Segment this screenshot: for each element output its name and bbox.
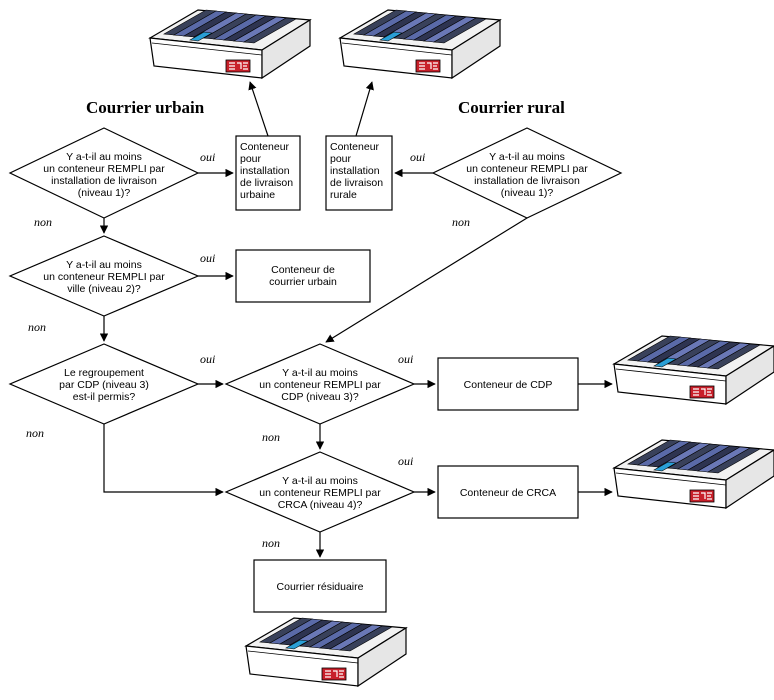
arrow-rural-container-to-tray bbox=[355, 81, 374, 137]
header-urban-mail: Courrier urbain bbox=[86, 98, 205, 117]
mail-tray-icon bbox=[149, 9, 311, 79]
edge-label-no: non bbox=[26, 426, 44, 440]
mail-tray-icon bbox=[613, 439, 774, 509]
edge-label-yes: oui bbox=[200, 352, 215, 366]
box-residual-mail: Courrier résiduaire bbox=[253, 559, 387, 613]
edge-label-yes: oui bbox=[398, 454, 413, 468]
svg-text:Courrier résiduaire: Courrier résiduaire bbox=[277, 581, 364, 593]
edge-label-no: non bbox=[28, 320, 46, 334]
edge-label-yes: oui bbox=[398, 352, 413, 366]
svg-text:Conteneur de CDP: Conteneur de CDP bbox=[464, 379, 553, 391]
edge-label-no: non bbox=[262, 536, 280, 550]
edge-label-no: non bbox=[34, 215, 52, 229]
arrow-rural-l1-no bbox=[325, 217, 528, 343]
edge-label-yes: oui bbox=[410, 150, 425, 164]
edge-label-yes: oui bbox=[200, 150, 215, 164]
arrow-urban-container-to-tray bbox=[248, 81, 269, 137]
svg-text:Conteneur de CRCA: Conteneur de CRCA bbox=[460, 487, 556, 499]
box-cdp-container: Conteneur de CDP bbox=[437, 357, 579, 411]
edge-label-yes: oui bbox=[200, 251, 215, 265]
box-crca-container: Conteneur de CRCA bbox=[437, 465, 579, 519]
mail-tray-icon bbox=[245, 617, 407, 687]
mail-tray-icon bbox=[613, 335, 774, 405]
arrow-regroup-no bbox=[103, 424, 224, 497]
header-rural-mail: Courrier rural bbox=[458, 98, 565, 117]
mail-tray-icon bbox=[339, 9, 501, 79]
edge-label-no: non bbox=[452, 215, 470, 229]
edge-label-no: non bbox=[262, 430, 280, 444]
